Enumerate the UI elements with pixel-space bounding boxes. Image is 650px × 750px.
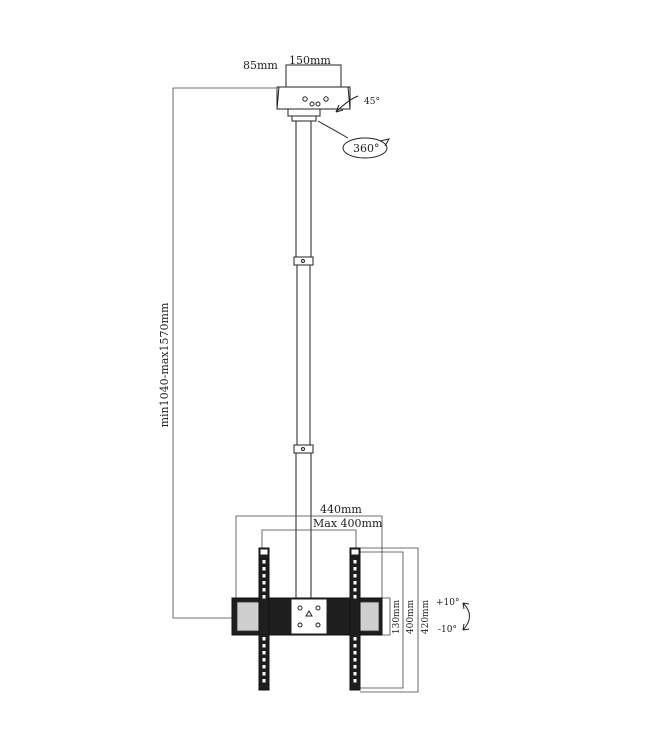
swivel-indicator <box>317 120 390 159</box>
slot-hole <box>262 658 266 662</box>
height-dimensions <box>360 547 419 693</box>
tilt-arrow <box>462 602 470 631</box>
pole-height-label: min1040-max1570mm <box>158 302 171 427</box>
slot-hole <box>262 581 266 585</box>
slot-hole <box>262 665 266 669</box>
width-dimensions <box>235 515 383 617</box>
slot-hole <box>262 595 266 599</box>
tilt-45-label: 45° <box>364 97 380 107</box>
slot-hole <box>262 651 266 655</box>
slot-hole <box>353 665 357 669</box>
arm-height-label: 400mm <box>406 599 416 634</box>
slot-hole <box>353 567 357 571</box>
slot-hole <box>262 644 266 648</box>
pole-height-dimension <box>172 87 276 619</box>
slot-hole <box>353 560 357 564</box>
ceiling-plate <box>276 64 351 122</box>
tilt-up-label: +10° <box>436 598 460 608</box>
slot-hole <box>353 679 357 683</box>
left-vertical-arm <box>258 547 270 691</box>
tilt-down-label: -10° <box>438 625 457 635</box>
arms-width-label: 440mm <box>320 503 362 516</box>
slot-hole <box>262 567 266 571</box>
slot-hole <box>353 581 357 585</box>
slot-hole <box>353 595 357 599</box>
slot-hole <box>353 672 357 676</box>
slot-hole <box>353 651 357 655</box>
slot-hole <box>353 644 357 648</box>
slot-hole <box>353 637 357 641</box>
slot-hole <box>262 672 266 676</box>
swivel-360-label: 360° <box>353 142 380 155</box>
base-depth-label: 85mm <box>243 59 278 72</box>
max-vesa-label: Max 400mm <box>313 517 383 530</box>
slot-hole <box>262 637 266 641</box>
slot-hole <box>353 574 357 578</box>
arm-slot-holes <box>262 560 357 683</box>
right-vertical-arm <box>349 547 361 691</box>
slot-hole <box>262 679 266 683</box>
slot-hole <box>353 658 357 662</box>
base-width-label: 150mm <box>289 54 331 67</box>
telescopic-pole <box>293 120 314 599</box>
tilt-arrow-45 <box>335 95 359 113</box>
slot-hole <box>353 588 357 592</box>
slot-hole <box>262 574 266 578</box>
total-height-label: 420mm <box>421 599 431 634</box>
bracket-height-label: 130mm <box>392 599 402 634</box>
slot-hole <box>262 560 266 564</box>
slot-hole <box>262 588 266 592</box>
